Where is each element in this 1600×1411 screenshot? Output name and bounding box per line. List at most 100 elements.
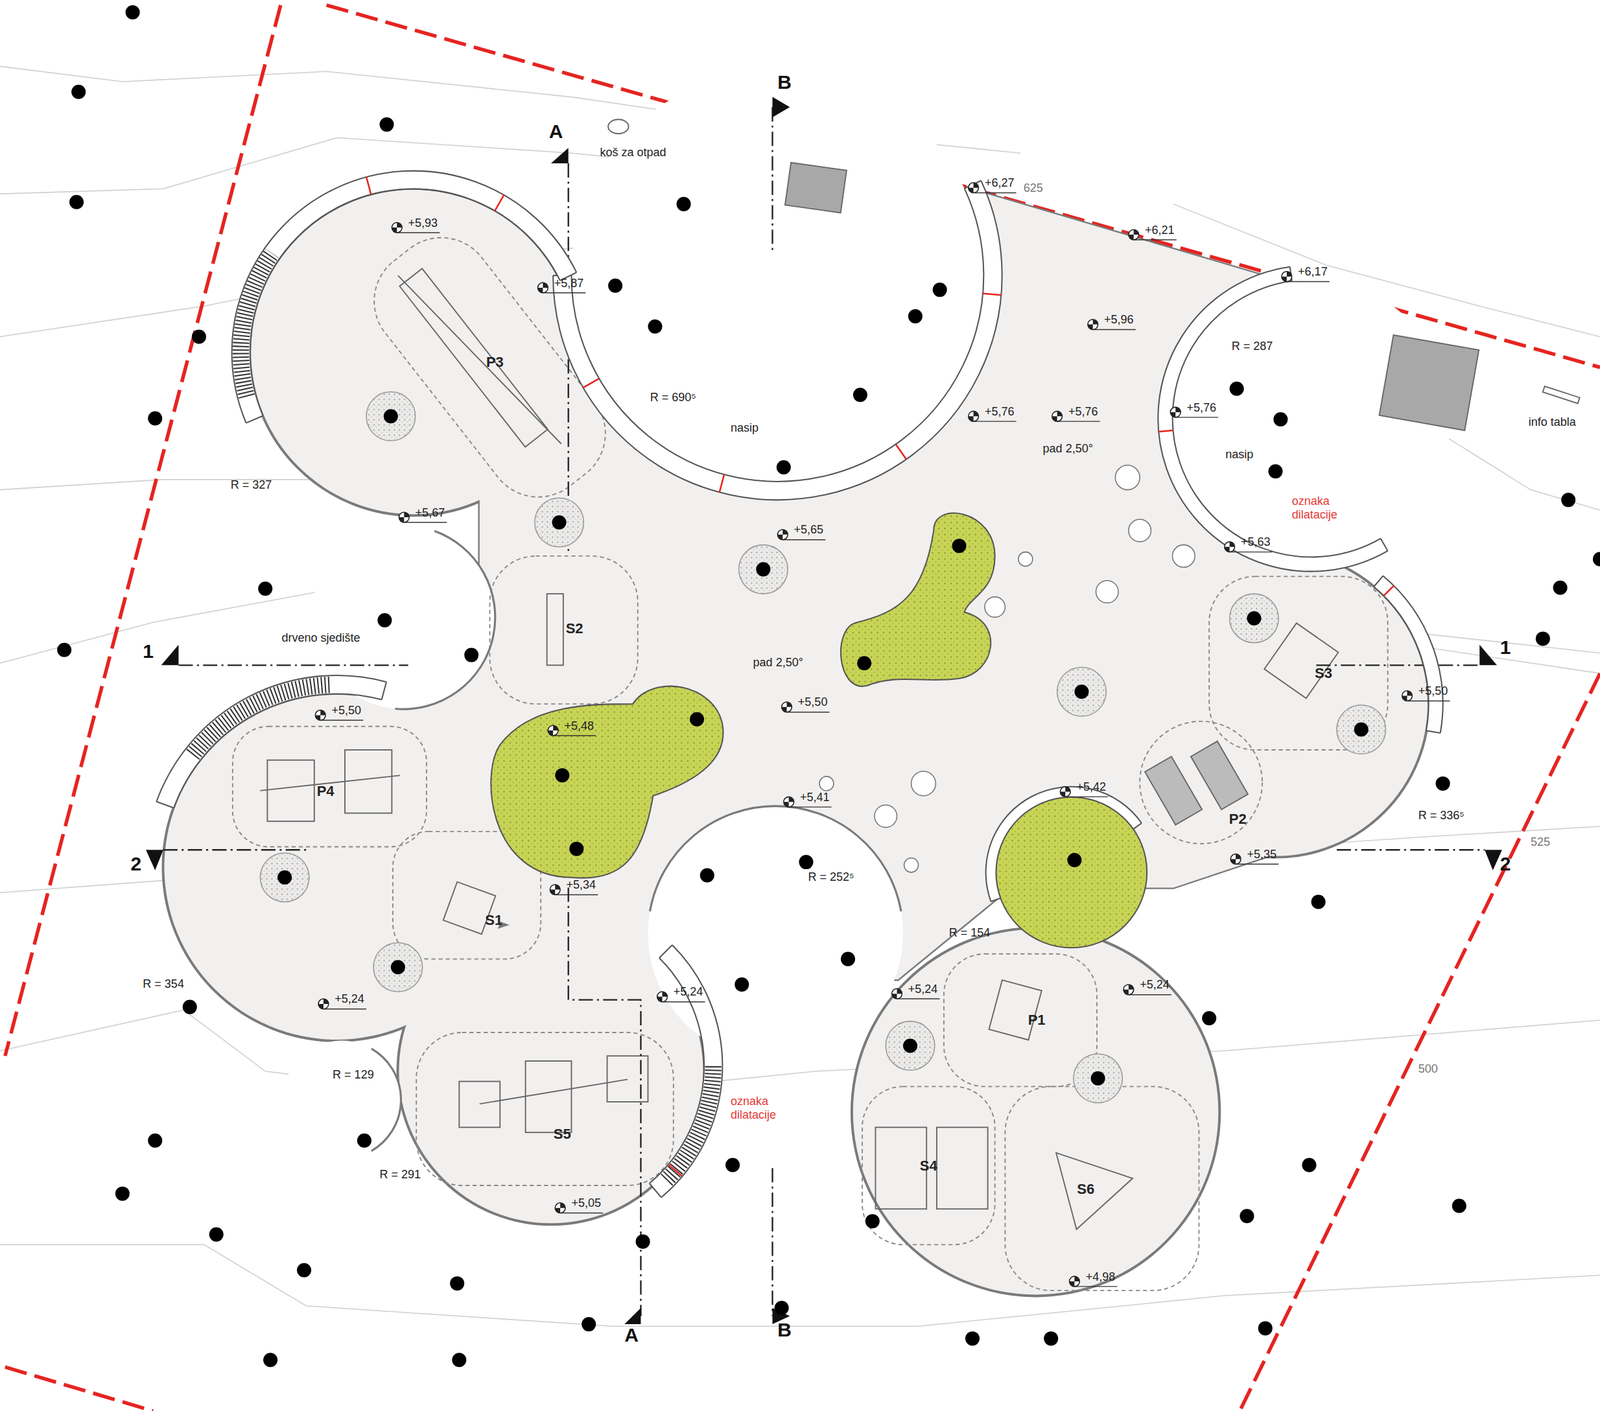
tree — [357, 1133, 372, 1149]
joint-note: oznaka dilatacije — [730, 1094, 802, 1122]
arc-line — [986, 787, 1142, 902]
note-label: drveno sjedište — [277, 631, 365, 646]
elevation-label: +5,50 — [798, 695, 828, 710]
tree — [865, 1214, 880, 1229]
tree — [965, 1331, 980, 1346]
elevation-marker — [1123, 989, 1129, 996]
dilatation-joint — [895, 444, 907, 460]
elevation-underline — [782, 539, 826, 541]
equipment-code: S2 — [565, 620, 584, 637]
tree — [1354, 722, 1369, 737]
equipment-zone: P4 — [314, 781, 338, 802]
elevation-marker — [1123, 984, 1134, 996]
wall-end — [381, 682, 387, 700]
note-label: koš za otpad — [600, 145, 674, 160]
section-marker: 2 — [1500, 853, 1512, 876]
tree-gravel — [1229, 593, 1280, 644]
arc-line — [394, 530, 495, 710]
elevation-marker — [320, 710, 326, 716]
tree — [581, 1317, 596, 1332]
tree — [209, 1227, 224, 1243]
section-marker: A — [549, 120, 564, 144]
note-label: nasip — [730, 421, 759, 436]
elevation-label: +5,50 — [331, 704, 362, 718]
wall-end — [1380, 538, 1389, 552]
elevation-marker — [968, 188, 974, 194]
wall-end — [1133, 823, 1142, 830]
elevation-underline — [560, 1212, 603, 1214]
elevation-marker — [788, 796, 795, 802]
section-marker: A — [624, 1324, 639, 1348]
tree — [676, 197, 692, 212]
elevation-label: +5,24 — [908, 982, 939, 997]
contour-label: 525 — [1530, 835, 1551, 850]
tree — [734, 977, 749, 992]
elevation-marker — [1059, 792, 1066, 798]
tree-gravel — [1336, 705, 1387, 755]
elevation-marker — [973, 411, 979, 417]
tree-gravel — [534, 497, 585, 548]
elevation-underline — [1065, 796, 1108, 798]
elevation-underline — [787, 711, 830, 713]
tree — [857, 656, 872, 671]
elevation-marker — [547, 725, 559, 736]
tree — [903, 1038, 918, 1053]
elevation-marker — [554, 1208, 561, 1214]
wall-end — [649, 1183, 662, 1199]
elevation-marker — [318, 999, 329, 1010]
tree — [1067, 853, 1082, 868]
tree — [1592, 552, 1600, 567]
tree — [449, 1276, 465, 1291]
elevation-underline — [1286, 281, 1330, 283]
elevation-marker — [1059, 787, 1071, 798]
wall-end — [1426, 730, 1441, 734]
elevation-marker — [897, 988, 903, 994]
tree — [952, 538, 967, 553]
note-label: R = 252⁵ — [808, 870, 855, 885]
elevation-label: +5,24 — [334, 992, 365, 1007]
arc-line — [649, 958, 705, 1184]
tree — [700, 868, 715, 883]
arc-line — [1373, 586, 1429, 731]
elevation-underline — [1407, 700, 1451, 702]
section-marker: B — [777, 71, 792, 95]
equipment-zone: P1 — [1025, 1010, 1049, 1031]
elevation-underline — [396, 232, 440, 233]
elevation-marker — [1087, 324, 1094, 330]
elevation-underline — [1235, 864, 1279, 865]
dilatation-joint — [668, 1164, 683, 1177]
elevation-marker — [315, 715, 321, 721]
tree — [1246, 611, 1261, 626]
tree — [115, 1187, 130, 1202]
elevation-marker — [1229, 541, 1236, 548]
elevation-label: +5,65 — [794, 523, 824, 537]
equipment-zone: P2 — [1226, 809, 1250, 830]
elevation-marker — [1128, 984, 1134, 990]
elevation-marker — [1069, 1281, 1075, 1287]
equipment-code: S5 — [553, 1126, 572, 1143]
elevation-marker — [892, 993, 898, 1000]
elevation-marker — [973, 182, 979, 189]
elevation-marker — [1407, 691, 1413, 697]
tree-gravel — [366, 392, 416, 442]
elevation-marker — [554, 884, 561, 891]
equipment-code: S1 — [484, 912, 503, 929]
elevation-marker — [781, 707, 788, 713]
tree-gravel — [739, 545, 789, 595]
elevation-marker — [560, 1203, 566, 1209]
elevation-marker — [1133, 229, 1140, 235]
note-label: R = 129 — [332, 1068, 375, 1083]
tree — [635, 1235, 651, 1250]
elevation-label: +5,76 — [984, 405, 1015, 419]
elevation-marker — [1170, 412, 1176, 418]
arc-line — [156, 675, 387, 802]
elevation-label: +5,87 — [554, 276, 585, 291]
equipment-code: P4 — [317, 783, 335, 800]
tree — [1452, 1199, 1467, 1214]
wall-end — [1373, 575, 1383, 587]
elevation-marker — [315, 710, 326, 721]
equipment-zone: S2 — [563, 619, 587, 639]
tree-gravel — [885, 1021, 935, 1071]
section-marker: 1 — [1500, 636, 1512, 660]
arc-line — [665, 1066, 714, 1182]
